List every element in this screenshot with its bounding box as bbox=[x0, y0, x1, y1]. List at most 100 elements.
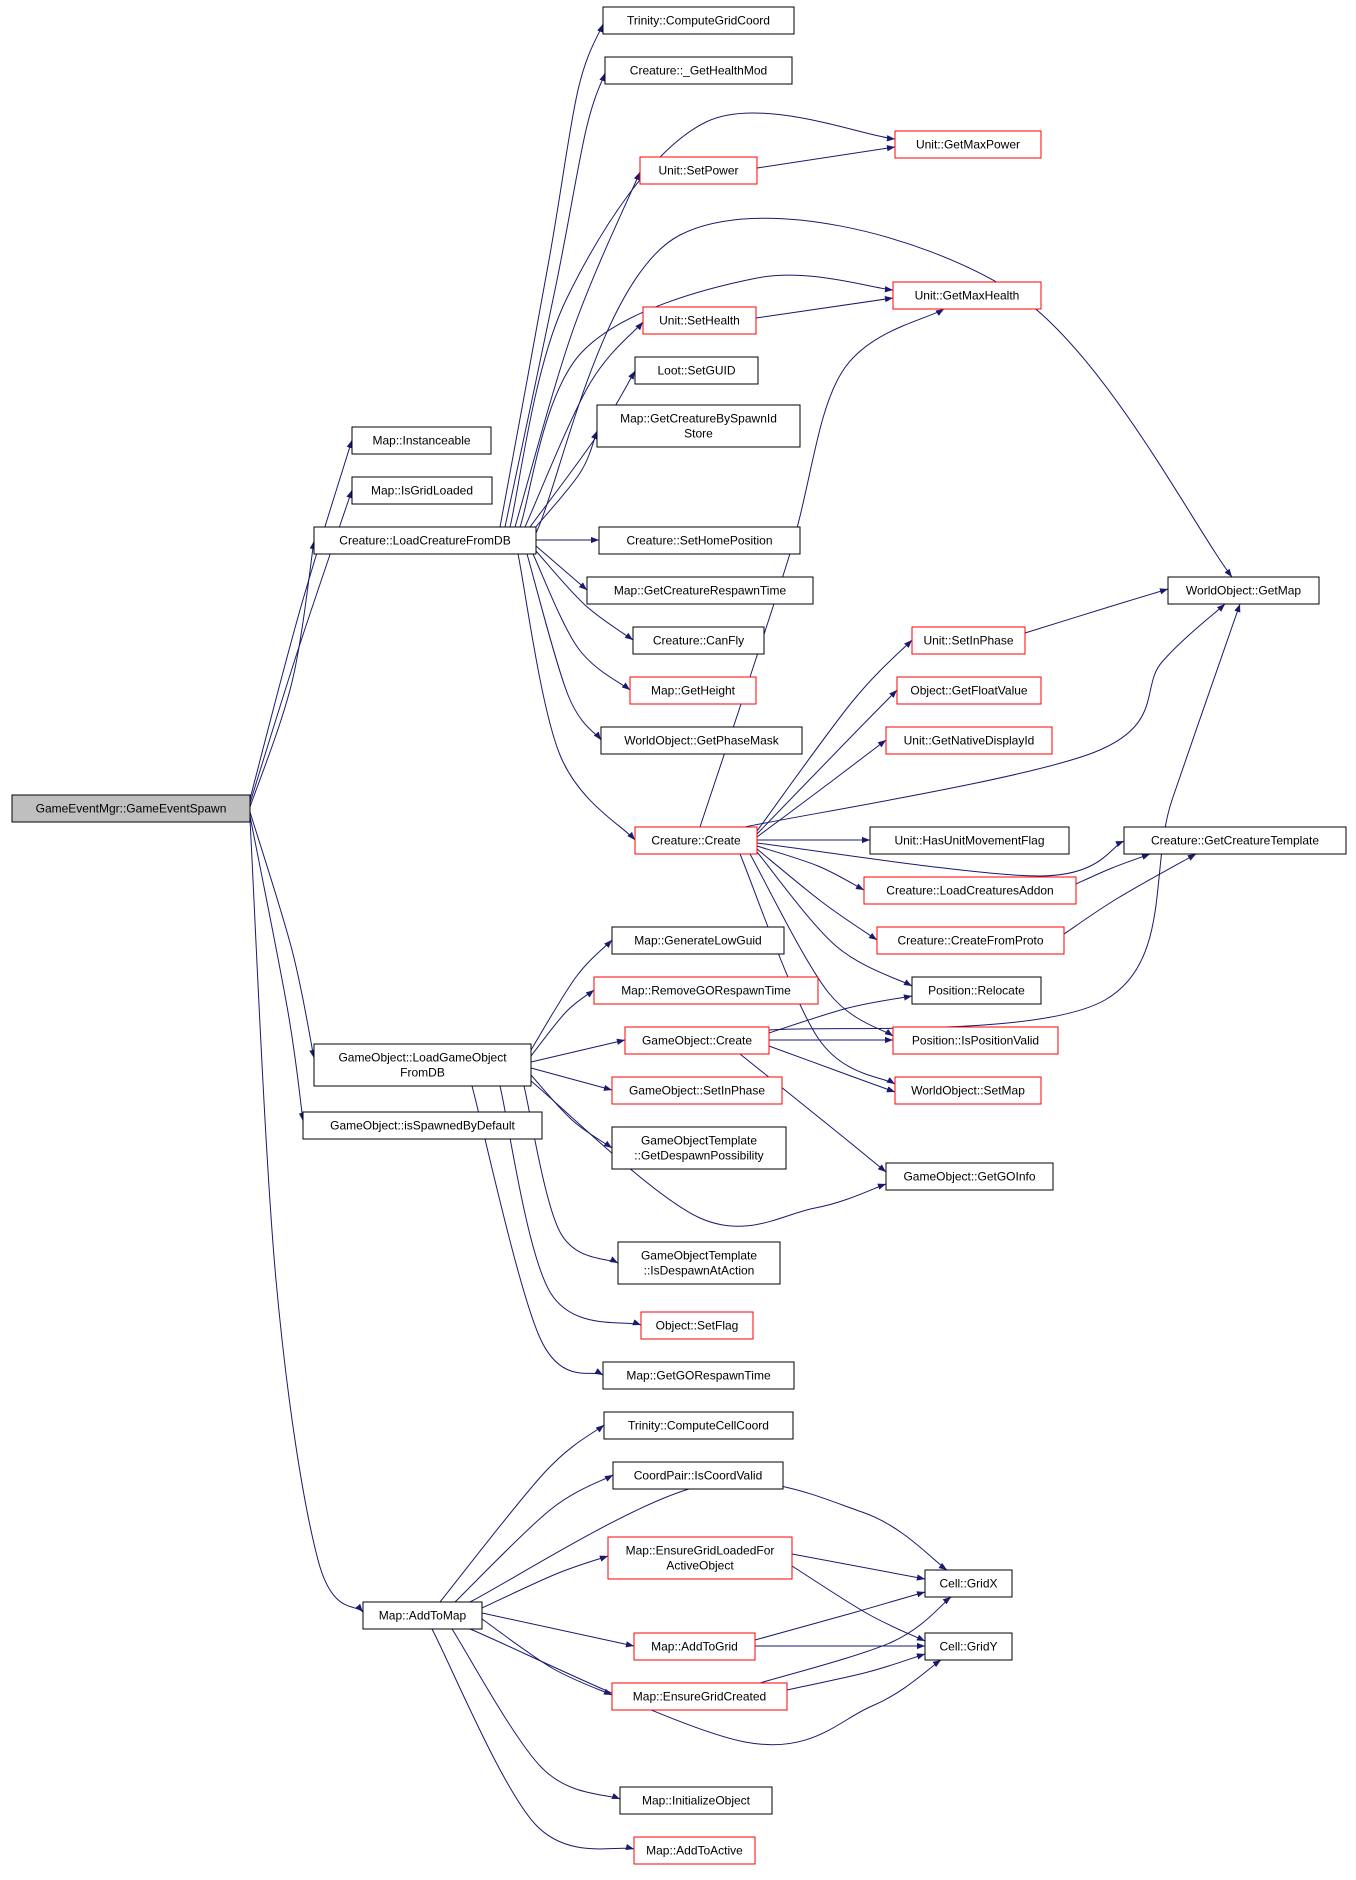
node-map-is-grid-loaded[interactable]: Map::IsGridLoaded bbox=[351, 476, 493, 505]
node-add-to-active[interactable]: Map::AddToActive bbox=[633, 1836, 756, 1865]
node-box[interactable] bbox=[596, 404, 801, 448]
node-box[interactable] bbox=[604, 56, 793, 85]
node-box[interactable] bbox=[313, 1043, 532, 1087]
node-get-health-mod[interactable]: Creature::_GetHealthMod bbox=[604, 56, 793, 85]
node-box[interactable] bbox=[894, 1076, 1042, 1105]
node-get-creature-respawn-time[interactable]: Map::GetCreatureRespawnTime bbox=[586, 576, 814, 605]
node-initialize-object[interactable]: Map::InitializeObject bbox=[619, 1786, 773, 1815]
node-box[interactable] bbox=[632, 626, 765, 655]
node-box[interactable] bbox=[619, 1786, 773, 1815]
node-box[interactable] bbox=[593, 976, 819, 1005]
node-set-health[interactable]: Unit::SetHealth bbox=[642, 306, 757, 335]
node-grid-y[interactable]: Cell::GridY bbox=[924, 1632, 1013, 1661]
node-box[interactable] bbox=[885, 726, 1053, 755]
node-box[interactable] bbox=[639, 156, 758, 185]
node-map-instanceable[interactable]: Map::Instanceable bbox=[351, 426, 492, 455]
node-set-home-position[interactable]: Creature::SetHomePosition bbox=[598, 526, 801, 555]
node-box[interactable] bbox=[885, 1162, 1054, 1191]
node-set-in-phase[interactable]: Unit::SetInPhase bbox=[911, 626, 1026, 655]
node-loot-set-guid[interactable]: Loot::SetGUID bbox=[634, 356, 759, 385]
node-creature-create[interactable]: Creature::Create bbox=[634, 826, 758, 855]
node-generate-low-guid[interactable]: Map::GenerateLowGuid bbox=[611, 926, 785, 955]
node-box[interactable] bbox=[1167, 576, 1320, 605]
node-creature-load-from-db[interactable]: Creature::LoadCreatureFromDB bbox=[313, 526, 537, 555]
node-game-event-spawn[interactable]: GameEventMgr::GameEventSpawn bbox=[11, 794, 251, 823]
node-create-from-proto[interactable]: Creature::CreateFromProto bbox=[876, 926, 1065, 955]
node-box[interactable] bbox=[11, 794, 251, 823]
node-add-to-map[interactable]: Map::AddToMap bbox=[362, 1601, 483, 1630]
node-box[interactable] bbox=[633, 1836, 756, 1865]
node-is-position-valid[interactable]: Position::IsPositionValid bbox=[892, 1026, 1059, 1055]
node-box[interactable] bbox=[611, 926, 785, 955]
node-ensure-grid-created[interactable]: Map::EnsureGridCreated bbox=[611, 1682, 788, 1711]
node-load-creatures-addon[interactable]: Creature::LoadCreaturesAddon bbox=[863, 876, 1077, 905]
node-box[interactable] bbox=[602, 1361, 795, 1390]
node-get-phase-mask[interactable]: WorldObject::GetPhaseMask bbox=[600, 726, 803, 755]
node-has-unit-movement-flag[interactable]: Unit::HasUnitMovementFlag bbox=[869, 826, 1070, 855]
node-box[interactable] bbox=[362, 1601, 483, 1630]
node-box[interactable] bbox=[924, 1569, 1013, 1598]
node-box[interactable] bbox=[892, 281, 1042, 310]
node-box[interactable] bbox=[612, 1461, 784, 1490]
node-box[interactable] bbox=[863, 876, 1077, 905]
node-box[interactable] bbox=[602, 6, 795, 35]
node-compute-grid-coord[interactable]: Trinity::ComputeGridCoord bbox=[602, 6, 795, 35]
node-box[interactable] bbox=[611, 1126, 787, 1170]
node-box[interactable] bbox=[640, 1311, 754, 1340]
node-box[interactable] bbox=[600, 726, 803, 755]
node-box[interactable] bbox=[603, 1411, 794, 1440]
node-get-go-respawn-time[interactable]: Map::GetGORespawnTime bbox=[602, 1361, 795, 1390]
node-go-set-in-phase[interactable]: GameObject::SetInPhase bbox=[611, 1076, 783, 1105]
node-box[interactable] bbox=[633, 1632, 756, 1661]
node-is-spawned-by-default[interactable]: GameObject::isSpawnedByDefault bbox=[302, 1111, 543, 1140]
node-box[interactable] bbox=[617, 1241, 781, 1285]
node-box[interactable] bbox=[892, 1026, 1059, 1055]
node-get-map[interactable]: WorldObject::GetMap bbox=[1167, 576, 1320, 605]
node-box[interactable] bbox=[634, 356, 759, 385]
node-box[interactable] bbox=[896, 676, 1042, 705]
node-box[interactable] bbox=[313, 526, 537, 555]
node-box[interactable] bbox=[586, 576, 814, 605]
node-set-power[interactable]: Unit::SetPower bbox=[639, 156, 758, 185]
node-box[interactable] bbox=[1123, 826, 1347, 855]
node-get-creature-template[interactable]: Creature::GetCreatureTemplate bbox=[1123, 826, 1347, 855]
node-get-max-power[interactable]: Unit::GetMaxPower bbox=[894, 130, 1042, 159]
node-get-float-value[interactable]: Object::GetFloatValue bbox=[896, 676, 1042, 705]
node-add-to-grid[interactable]: Map::AddToGrid bbox=[633, 1632, 756, 1661]
node-box[interactable] bbox=[598, 526, 801, 555]
node-can-fly[interactable]: Creature::CanFly bbox=[632, 626, 765, 655]
node-box[interactable] bbox=[351, 426, 492, 455]
node-box[interactable] bbox=[624, 1026, 770, 1055]
node-get-native-display-id[interactable]: Unit::GetNativeDisplayId bbox=[885, 726, 1053, 755]
node-get-height[interactable]: Map::GetHeight bbox=[629, 676, 757, 705]
node-get-despawn-possibility[interactable]: GameObjectTemplate::GetDespawnPossibilit… bbox=[611, 1126, 787, 1170]
node-get-max-health[interactable]: Unit::GetMaxHealth bbox=[892, 281, 1042, 310]
node-box[interactable] bbox=[611, 1682, 788, 1711]
node-get-go-info[interactable]: GameObject::GetGOInfo bbox=[885, 1162, 1054, 1191]
node-box[interactable] bbox=[611, 1076, 783, 1105]
node-box[interactable] bbox=[607, 1536, 793, 1580]
node-grid-x[interactable]: Cell::GridX bbox=[924, 1569, 1013, 1598]
node-set-flag[interactable]: Object::SetFlag bbox=[640, 1311, 754, 1340]
node-set-map[interactable]: WorldObject::SetMap bbox=[894, 1076, 1042, 1105]
node-box[interactable] bbox=[924, 1632, 1013, 1661]
node-box[interactable] bbox=[869, 826, 1070, 855]
node-box[interactable] bbox=[634, 826, 758, 855]
node-box[interactable] bbox=[302, 1111, 543, 1140]
node-relocate[interactable]: Position::Relocate bbox=[911, 976, 1042, 1005]
node-go-create[interactable]: GameObject::Create bbox=[624, 1026, 770, 1055]
node-box[interactable] bbox=[876, 926, 1065, 955]
node-box[interactable] bbox=[911, 976, 1042, 1005]
node-box[interactable] bbox=[351, 476, 493, 505]
node-box[interactable] bbox=[894, 130, 1042, 159]
node-is-coord-valid[interactable]: CoordPair::IsCoordValid bbox=[612, 1461, 784, 1490]
node-box[interactable] bbox=[911, 626, 1026, 655]
node-remove-go-respawn-time[interactable]: Map::RemoveGORespawnTime bbox=[593, 976, 819, 1005]
node-compute-cell-coord[interactable]: Trinity::ComputeCellCoord bbox=[603, 1411, 794, 1440]
node-is-despawn-at-action[interactable]: GameObjectTemplate::IsDespawnAtAction bbox=[617, 1241, 781, 1285]
node-box[interactable] bbox=[629, 676, 757, 705]
node-box[interactable] bbox=[642, 306, 757, 335]
